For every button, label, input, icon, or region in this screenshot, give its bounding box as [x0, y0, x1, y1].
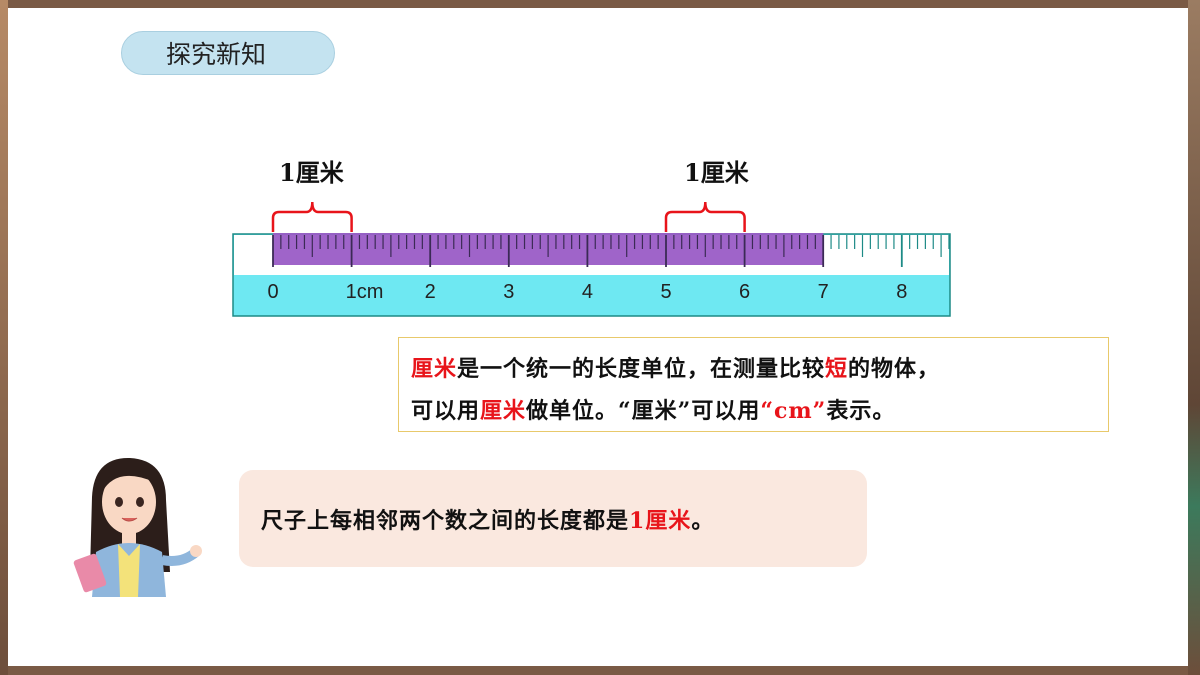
definition-highlight-short: 短	[825, 356, 849, 382]
ruler-number: 8	[896, 281, 907, 303]
bracket-label-left: 1厘米	[279, 158, 344, 187]
ruler-number: 1cm	[346, 281, 384, 303]
ruler-number: 6	[739, 281, 750, 303]
ruler-ticks	[272, 235, 950, 267]
ruler-number: 7	[818, 281, 829, 303]
bracket-label-right: 1厘米	[684, 158, 749, 187]
background-left	[0, 0, 8, 675]
bracket-left	[271, 201, 353, 232]
ruler-number: 5	[660, 281, 671, 303]
definition-text: 表示。	[826, 398, 896, 424]
definition-text: 做单位。“厘米”可以用	[526, 398, 761, 424]
definition-box: 厘米是一个统一的长度单位，在测量比较短的物体， 可以用厘米做单位。“厘米”可以用…	[398, 337, 1109, 432]
definition-term: 厘米	[480, 398, 527, 424]
note-text: 。	[691, 507, 715, 534]
ruler-number: 0	[267, 281, 278, 303]
section-title: 探究新知	[121, 31, 335, 75]
definition-term: 厘米	[411, 356, 458, 382]
bracket-right	[664, 201, 746, 232]
note-text: 尺子上每相邻两个数之间的长度都是	[261, 507, 630, 534]
teacher-illustration	[73, 457, 202, 597]
definition-text: 是一个统一的长度单位，在测量比较	[457, 356, 826, 382]
definition-text: 的物体，	[848, 356, 941, 382]
ruler-number: 2	[425, 281, 436, 303]
ruler-number: 3	[503, 281, 514, 303]
background-right	[1188, 0, 1200, 675]
note-highlight: 1厘米	[629, 507, 692, 534]
definition-symbol: “cm”	[760, 398, 827, 424]
definition-text: 可以用	[411, 398, 481, 424]
ruler-numbers: 0 1cm 2 3 4 5 6 7 8	[267, 281, 907, 303]
ruler-number: 4	[582, 281, 593, 303]
